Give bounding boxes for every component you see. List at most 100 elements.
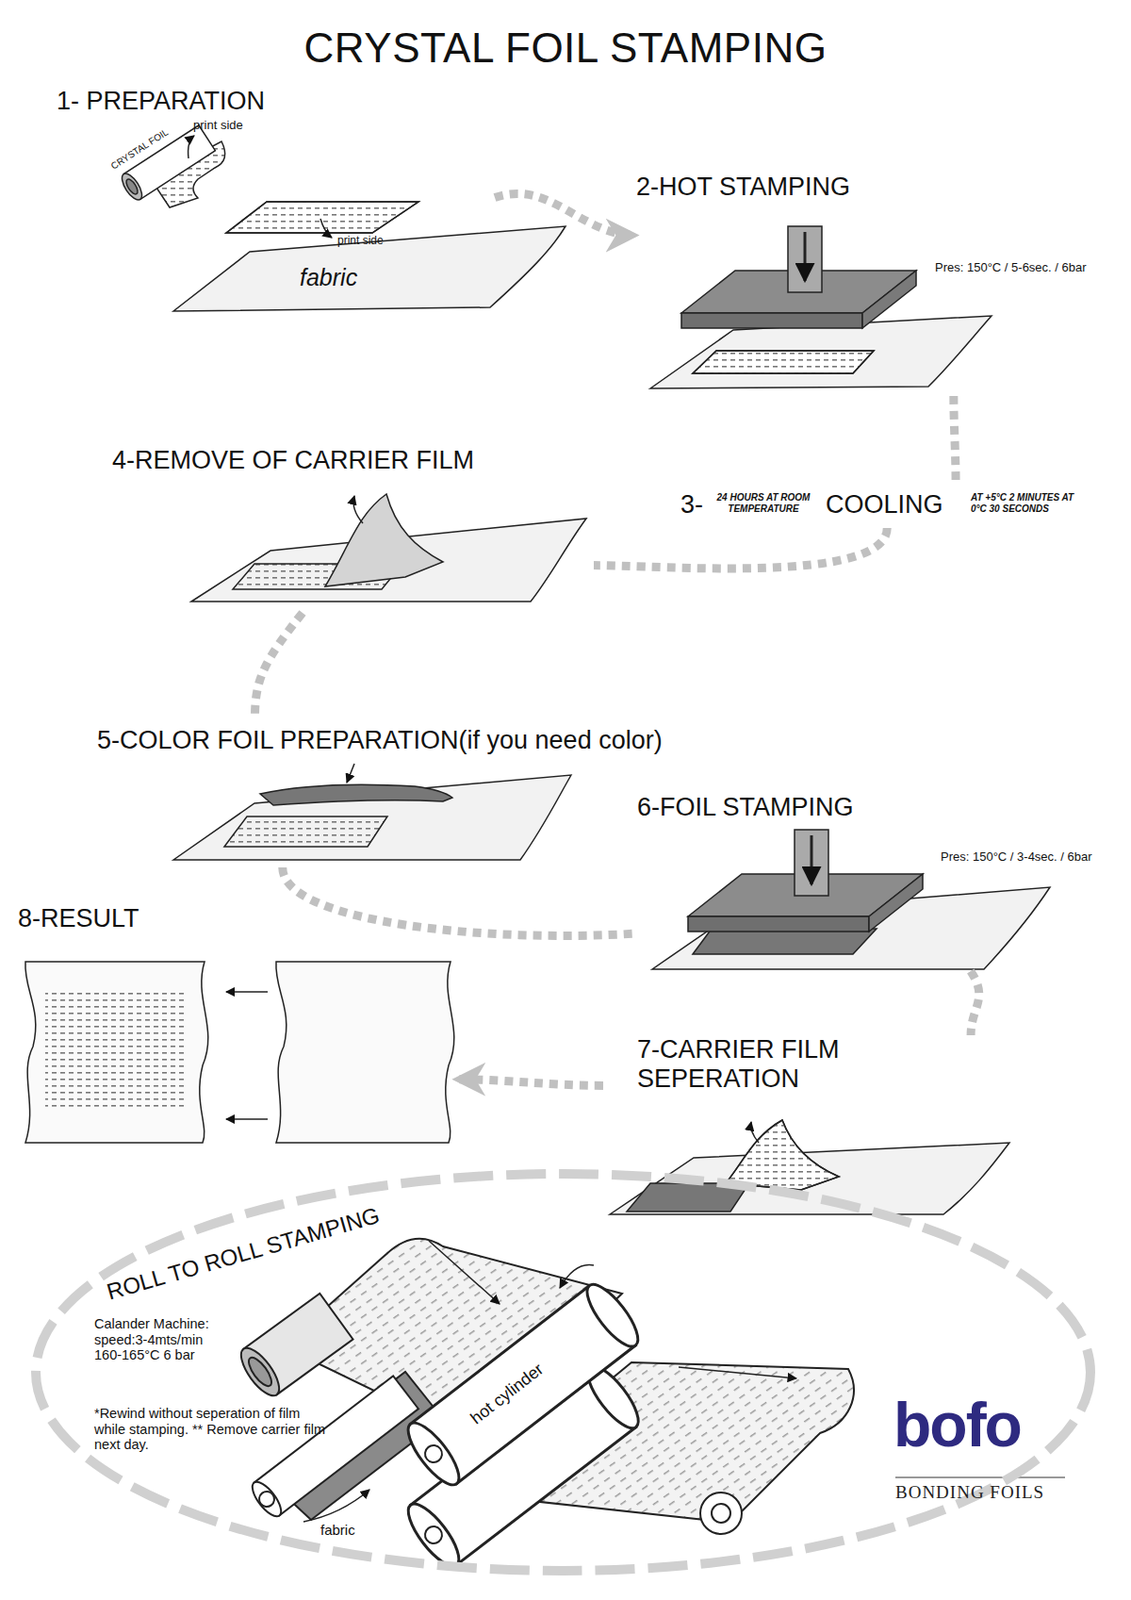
calander-machine: [578, 1277, 646, 1353]
foil-roll: [188, 135, 195, 159]
foil-press: [688, 829, 923, 932]
step-heading: 4-REMOVE OF CARRIER FILM: [112, 445, 475, 476]
step-note: Pres: 150°C / 3-4sec. / 6bar: [940, 850, 1093, 865]
process-step: 8-RESULT: [15, 900, 456, 1146]
hot-press: [803, 231, 807, 281]
brand-tagline: BONDING FOILS: [895, 1481, 1045, 1503]
process-flow-connector: [455, 1079, 604, 1086]
calander-machine: [559, 1264, 594, 1289]
logo-rule: [895, 1475, 1066, 1478]
result-sheets: [226, 990, 268, 993]
foil-press: [794, 829, 829, 896]
step-heading: 3-: [680, 490, 704, 520]
material-label: fabric: [320, 1521, 356, 1538]
color-foil: [224, 816, 388, 847]
step-heading: 8-RESULT: [17, 903, 140, 934]
fabric-sheet: [173, 201, 566, 312]
calander-machine: [234, 1342, 287, 1402]
calander-machine: [303, 1489, 370, 1522]
step-note: *Rewind without seperation of film while…: [94, 1405, 330, 1453]
calander-machine: [246, 1476, 286, 1521]
calander-machine: [243, 1293, 353, 1394]
dashed-ellipse: [35, 1173, 1091, 1571]
fabric-sheet: [226, 201, 419, 233]
color-foil: [173, 774, 572, 860]
calander-machine: [256, 1488, 278, 1509]
foil-press: [692, 928, 877, 954]
process-flow-connector: [282, 867, 638, 935]
color-foil: [173, 763, 572, 860]
process-step: 1- PREPARATION: [51, 86, 495, 323]
process-step: 3- 24 HOURS AT ROOM TEMPERATURE COOLING AT …: [676, 482, 1079, 528]
calander-machine: [399, 1415, 467, 1492]
process-ellipse: ROLL TO ROLL STAMPING Calander Machine: s…: [30, 1167, 1097, 1576]
process-step: 6-FOIL STAMPING Pres: 150°C / 3-4sec. / 6…: [637, 786, 1113, 971]
step-heading: 2-HOT STAMPING: [636, 172, 851, 202]
step-note: Pres: 150°C / 5-6sec. / 6bar: [934, 261, 1087, 276]
hot-press: [862, 270, 917, 328]
step-heading: ROLL TO ROLL STAMPING: [103, 1201, 383, 1305]
process-flow-connector: [494, 193, 637, 235]
fabric-sheet: [226, 201, 419, 233]
result-sheets: [25, 961, 455, 1143]
foil-press: [688, 916, 869, 932]
process-flow-connector: [953, 395, 956, 483]
dashed-ellipse: [30, 1167, 1097, 1576]
step-note: AT +5°C 2 MINUTES AT 0°C 30 SECONDS: [970, 491, 1075, 514]
result-sheets: [226, 1117, 268, 1120]
side-label: print side: [193, 118, 244, 133]
foil-press: [868, 873, 923, 932]
hot-press: [787, 226, 822, 293]
step-note: 24 HOURS AT ROOM TEMPERATURE: [716, 491, 811, 514]
diagram-title: CRYSTAL FOIL STAMPING: [0, 24, 1131, 73]
step-note: Calander Machine: speed:3-4mts/min 160-1…: [94, 1315, 227, 1363]
step-heading: 7-CARRIER FILM SEPERATION: [637, 1034, 920, 1094]
carrier-removal: [325, 493, 443, 587]
foil-roll: [117, 170, 146, 203]
fabric-sheet: [320, 218, 332, 238]
calander-machine: [399, 1277, 646, 1492]
process-step: 4-REMOVE OF CARRIER FILM: [108, 442, 594, 613]
calander-machine: [421, 1441, 445, 1465]
calander-machine: [421, 1522, 445, 1546]
material-label: fabric: [299, 263, 358, 292]
hot-press: [692, 350, 874, 374]
process-flow-connector: [593, 527, 887, 569]
calander-machine: [245, 1353, 276, 1389]
carrier-separation: [751, 1121, 759, 1143]
process-flow-connector: [255, 612, 304, 717]
carrier-separation: [609, 1119, 1010, 1214]
step-heading: 1- PREPARATION: [56, 86, 265, 116]
foil-press: [810, 835, 814, 885]
hot-press: [650, 226, 992, 389]
calander-machine: [246, 1375, 418, 1521]
foil-roll: [117, 125, 225, 208]
step-heading: 5-COLOR FOIL PREPARATION(if you need col…: [97, 725, 663, 755]
result-sheets: [25, 961, 209, 1143]
carrier-removal: [191, 493, 587, 602]
brand-logo: bofo: [893, 1393, 1021, 1456]
calander-machine: [428, 1240, 500, 1304]
process-step: 5-COLOR FOIL PREPARATION(if you need col…: [89, 716, 703, 868]
process-step: 7-CARRIER FILM SEPERATION: [603, 1034, 1103, 1216]
calander-machine: [400, 1359, 647, 1574]
step-heading: 6-FOIL STAMPING: [637, 792, 854, 822]
calander-machine: [234, 1293, 354, 1401]
calander-machine: [700, 1491, 742, 1534]
color-foil: [346, 763, 355, 783]
step-note: COOLING: [825, 490, 944, 520]
process-step: 2-HOT STAMPING Pres: 150°C / 5-6sec. / 6b…: [636, 169, 1113, 396]
fabric-sheet: [173, 226, 566, 312]
calander-machine: [254, 1375, 419, 1515]
carrier-separation: [725, 1119, 839, 1190]
calander-machine: [711, 1503, 731, 1523]
calander-machine: [678, 1366, 797, 1378]
result-sheets: [276, 961, 455, 1143]
foil-roll: [123, 125, 215, 200]
carrier-separation: [725, 1119, 839, 1190]
logo-rule: [895, 1476, 1066, 1478]
hot-press: [681, 312, 863, 328]
hot-press: [692, 350, 874, 374]
foil-roll: [124, 177, 141, 196]
